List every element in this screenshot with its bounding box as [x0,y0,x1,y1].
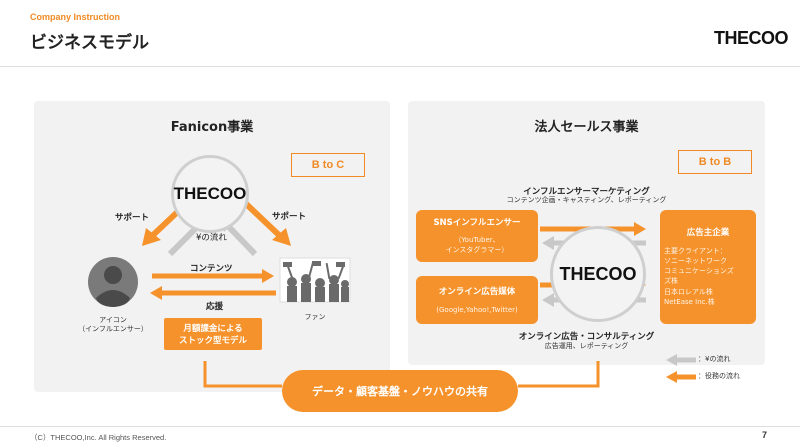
btob-tag: B to B [678,150,752,174]
advertiser-client-line: 日本ロレアル株 [664,287,713,296]
support-back-arrow [150,286,276,300]
advertiser-client-line: 主要クライアント： [664,247,727,255]
sns-influencer-box: SNSインフルエンサー （YouTuber、 インスタグラマー） [416,210,538,262]
thecoo-circle-right-logo: THECOO [559,263,637,284]
stock-model-box: 月額課金による ストック型モデル [164,318,262,350]
shared-data-bar: データ・顧客基盤・ノウハウの共有 [282,370,518,412]
legend-service-label: ：役務の流れ [698,372,740,380]
influencer-marketing-heading: インフルエンサーマーケティング [523,187,650,197]
money-flow-label: ¥の流れ [196,233,227,243]
legend-money-label: ：¥の流れ [698,355,731,363]
advertiser-client-line: NetEase Inc.株 [664,297,715,306]
icon-label-line1: アイコン [99,316,127,324]
advertiser-client-line: コミュニケーションズ [664,267,734,276]
thecoo-circle-right: THECOO [550,226,646,322]
online-ad-media-box: オンライン広告媒体 (Google,Yahoo!,Twitter) [416,276,538,324]
connector-right [518,361,600,388]
legend-service-arrow [666,371,696,383]
stock-model-line1: 月額課金による [183,324,243,334]
advertiser-box: 広告主企業 主要クライアント： ソニーネットワークコミュニケーションズズ株日本ロレ… [660,210,756,324]
right-panel-title: 法人セールス事業 [534,120,639,135]
fans-crowd-icon [279,257,351,303]
sns-influencer-sub-line1: （YouTuber、 [454,236,500,244]
advertiser-client-line: ズ株 [664,277,678,286]
company-logo: THECOO [714,28,789,48]
page-number: 7 [762,430,768,440]
thecoo-circle-left-logo: THECOO [173,184,247,203]
support-back-label: 応援 [206,302,224,312]
page-title: ビジネスモデル [30,33,149,53]
support-arrow-right [239,197,291,246]
online-ad-media-title: オンライン広告媒体 [438,287,516,297]
btoc-tag: B to C [291,153,365,177]
support-label-left: サポート [115,213,150,223]
icon-label-line2: （インフルエンサー） [78,325,148,334]
footer-copyright: （C）THECOO,Inc. All Rights Reserved. [30,433,167,442]
sns-influencer-title: SNSインフルエンサー [433,218,521,228]
thecoo-circle-left: THECOO [171,155,249,233]
advertiser-client-line: ソニーネットワーク [664,257,727,266]
footer-divider [0,426,800,427]
influencer-avatar-icon [88,257,138,307]
icon-label: アイコン （インフルエンサー） [76,316,150,335]
advertiser-title: 広告主企業 [686,228,730,238]
shared-data-bar-label: データ・顧客基盤・ノウハウの共有 [312,385,488,398]
sns-influencer-sub-line2: インスタグラマー） [445,245,509,254]
influencer-marketing-sub: コンテンツ企画・キャスティング、レポーティング [506,196,667,204]
header-divider [0,66,800,67]
contents-label: コンテンツ [190,264,233,274]
header-subtitle: Company Instruction [30,12,121,22]
online-ad-consulting-sub: 広告運用、レポーティング [544,342,629,350]
fan-label: ファン [304,313,326,321]
stock-model-line2: ストック型モデル [178,336,247,346]
support-label-right: サポート [272,212,307,222]
online-ad-consulting-heading: オンライン広告・コンサルティング [518,332,655,342]
legend-money-arrow [666,354,696,366]
left-panel-title: Fanicon事業 [170,120,254,135]
online-ad-media-sub: (Google,Yahoo!,Twitter) [436,306,518,314]
connector-left [203,361,282,388]
contents-arrow [152,269,274,283]
